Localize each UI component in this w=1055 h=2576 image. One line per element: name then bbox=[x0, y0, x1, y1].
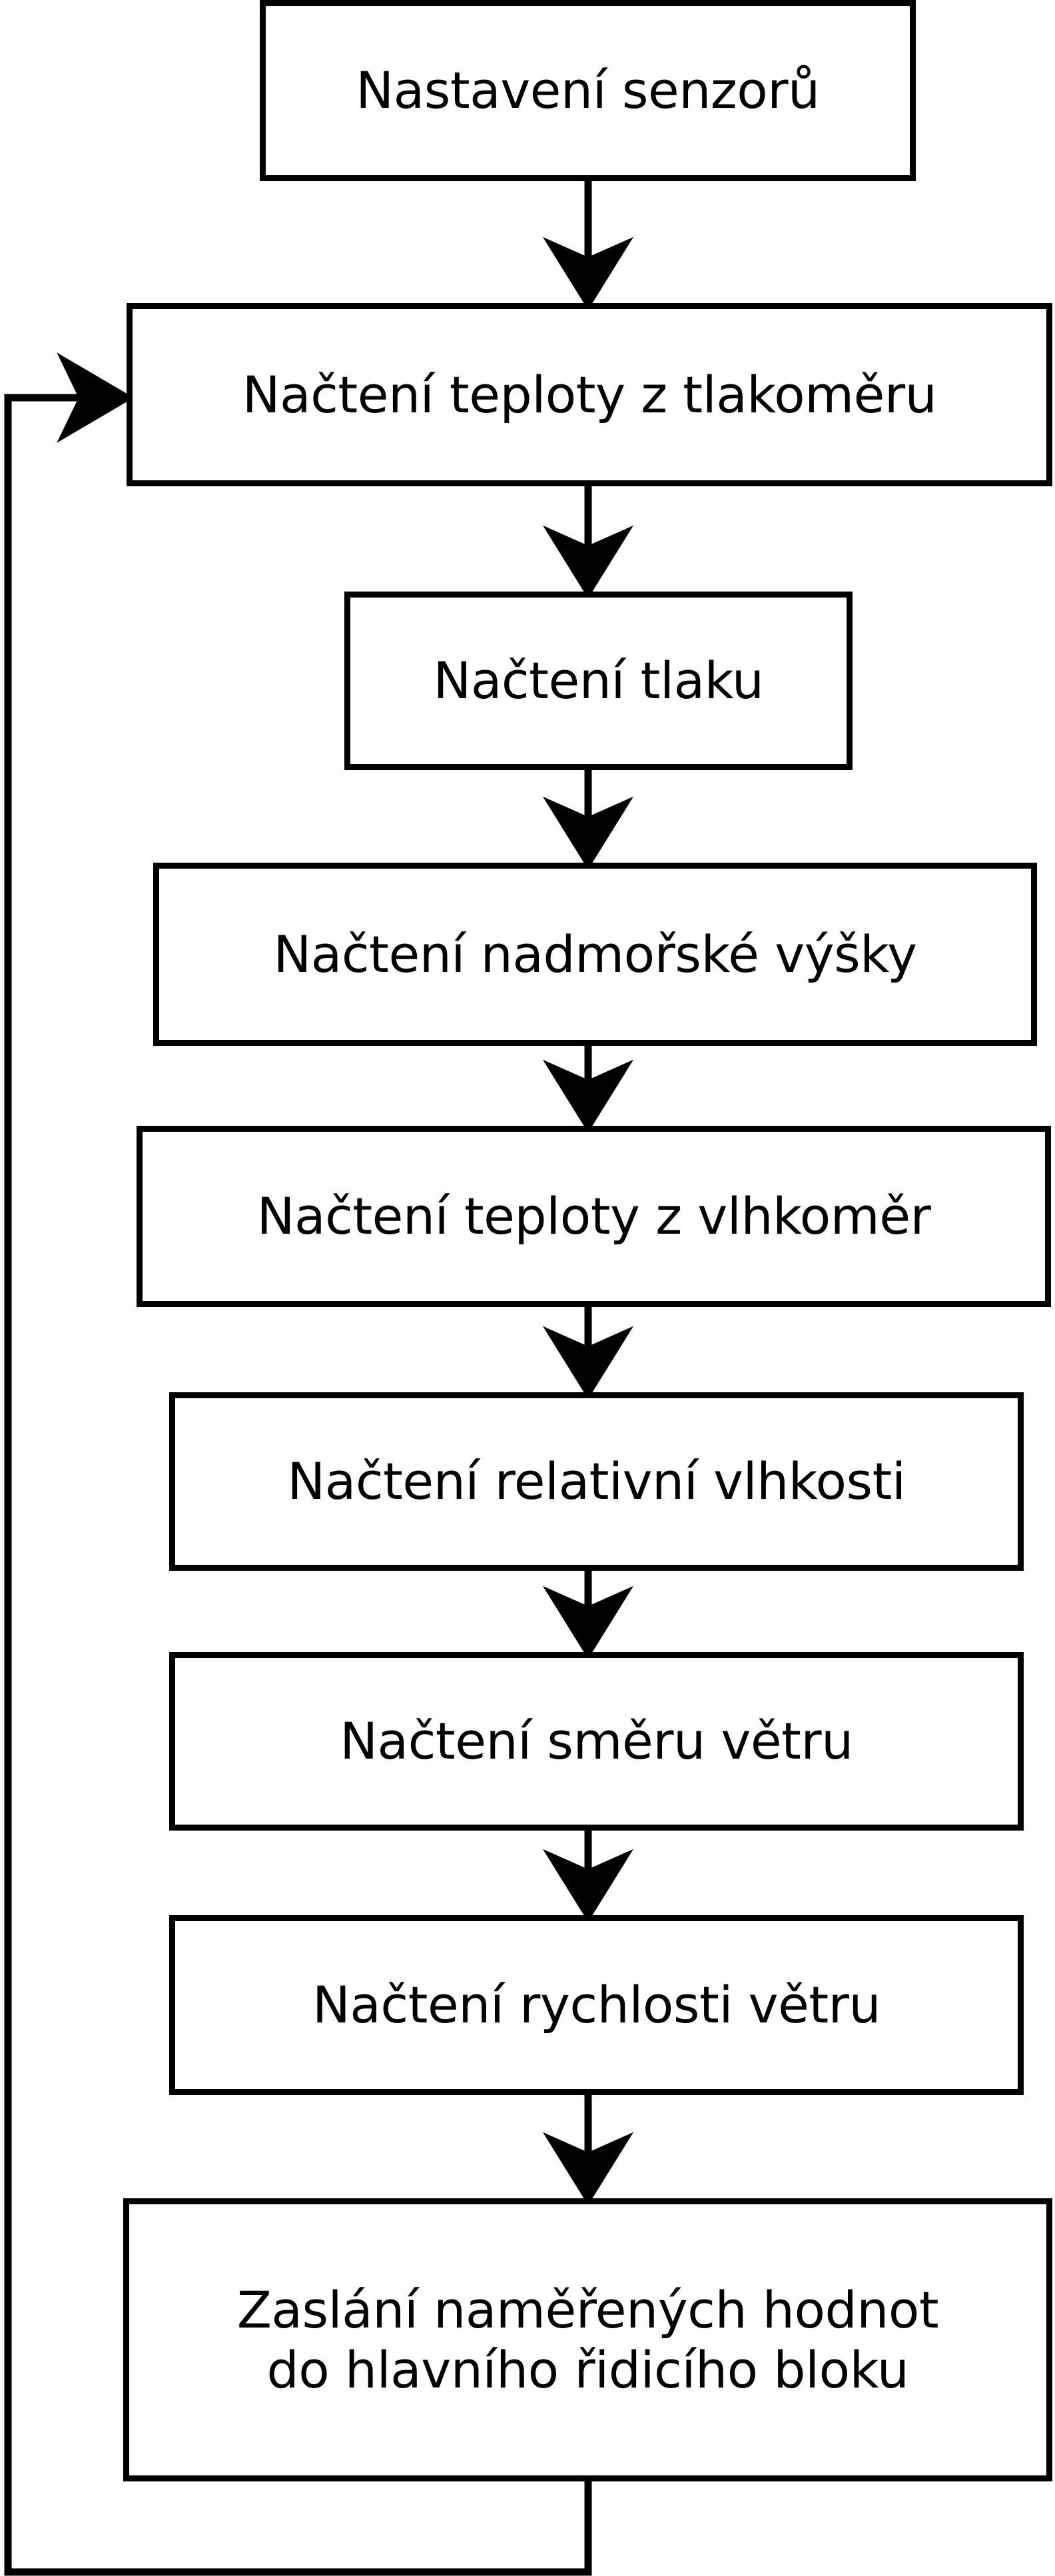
node-read-temp-hygrometer[interactable]: Načtení teploty z vlhkoměr bbox=[137, 1126, 1051, 1307]
arrowhead-e4 bbox=[542, 1059, 634, 1133]
arrowhead-e7 bbox=[542, 1849, 634, 1923]
arrowhead-e8 bbox=[542, 2132, 634, 2206]
node-label-read-temp-hygrometer: Načtení teploty z vlhkoměr bbox=[256, 1186, 931, 1246]
node-label-read-wind-speed: Načtení rychlosti větru bbox=[312, 1975, 881, 2035]
node-read-pressure[interactable]: Načtení tlaku bbox=[344, 592, 853, 770]
node-read-relative-humidity[interactable]: Načtení relativní vlhkosti bbox=[169, 1392, 1024, 1571]
node-label-read-pressure: Načtení tlaku bbox=[433, 651, 764, 711]
node-label-send-values: Zaslání naměřených hodnot do hlavního ři… bbox=[236, 2280, 939, 2399]
node-label-read-temp-barometer: Načtení teploty z tlakoměru bbox=[242, 364, 937, 424]
node-read-wind-speed[interactable]: Načtení rychlosti větru bbox=[169, 1915, 1024, 2095]
arrowhead-e9 bbox=[57, 352, 134, 443]
node-label-setup-sensors: Nastavení senzorů bbox=[356, 61, 820, 121]
node-read-temp-barometer[interactable]: Načtení teploty z tlakoměru bbox=[127, 303, 1052, 486]
arrowhead-e6 bbox=[542, 1585, 634, 1659]
node-label-read-wind-direction: Načtení směru větru bbox=[340, 1711, 853, 1771]
node-label-read-altitude: Načtení nadmořské výšky bbox=[273, 924, 917, 984]
node-read-wind-direction[interactable]: Načtení směru větru bbox=[169, 1652, 1024, 1831]
arrowhead-e3 bbox=[542, 796, 634, 870]
arrowhead-e5 bbox=[542, 1326, 634, 1400]
node-setup-sensors[interactable]: Nastavení senzorů bbox=[260, 0, 916, 181]
edge-line-e9 bbox=[4, 394, 592, 2576]
node-read-altitude[interactable]: Načtení nadmořské výšky bbox=[153, 863, 1037, 1046]
arrowhead-e2 bbox=[542, 525, 634, 599]
node-label-read-relative-humidity: Načtení relativní vlhkosti bbox=[287, 1452, 906, 1511]
arrowhead-e1 bbox=[542, 236, 634, 310]
node-send-values[interactable]: Zaslání naměřených hodnot do hlavního ři… bbox=[123, 2198, 1052, 2481]
